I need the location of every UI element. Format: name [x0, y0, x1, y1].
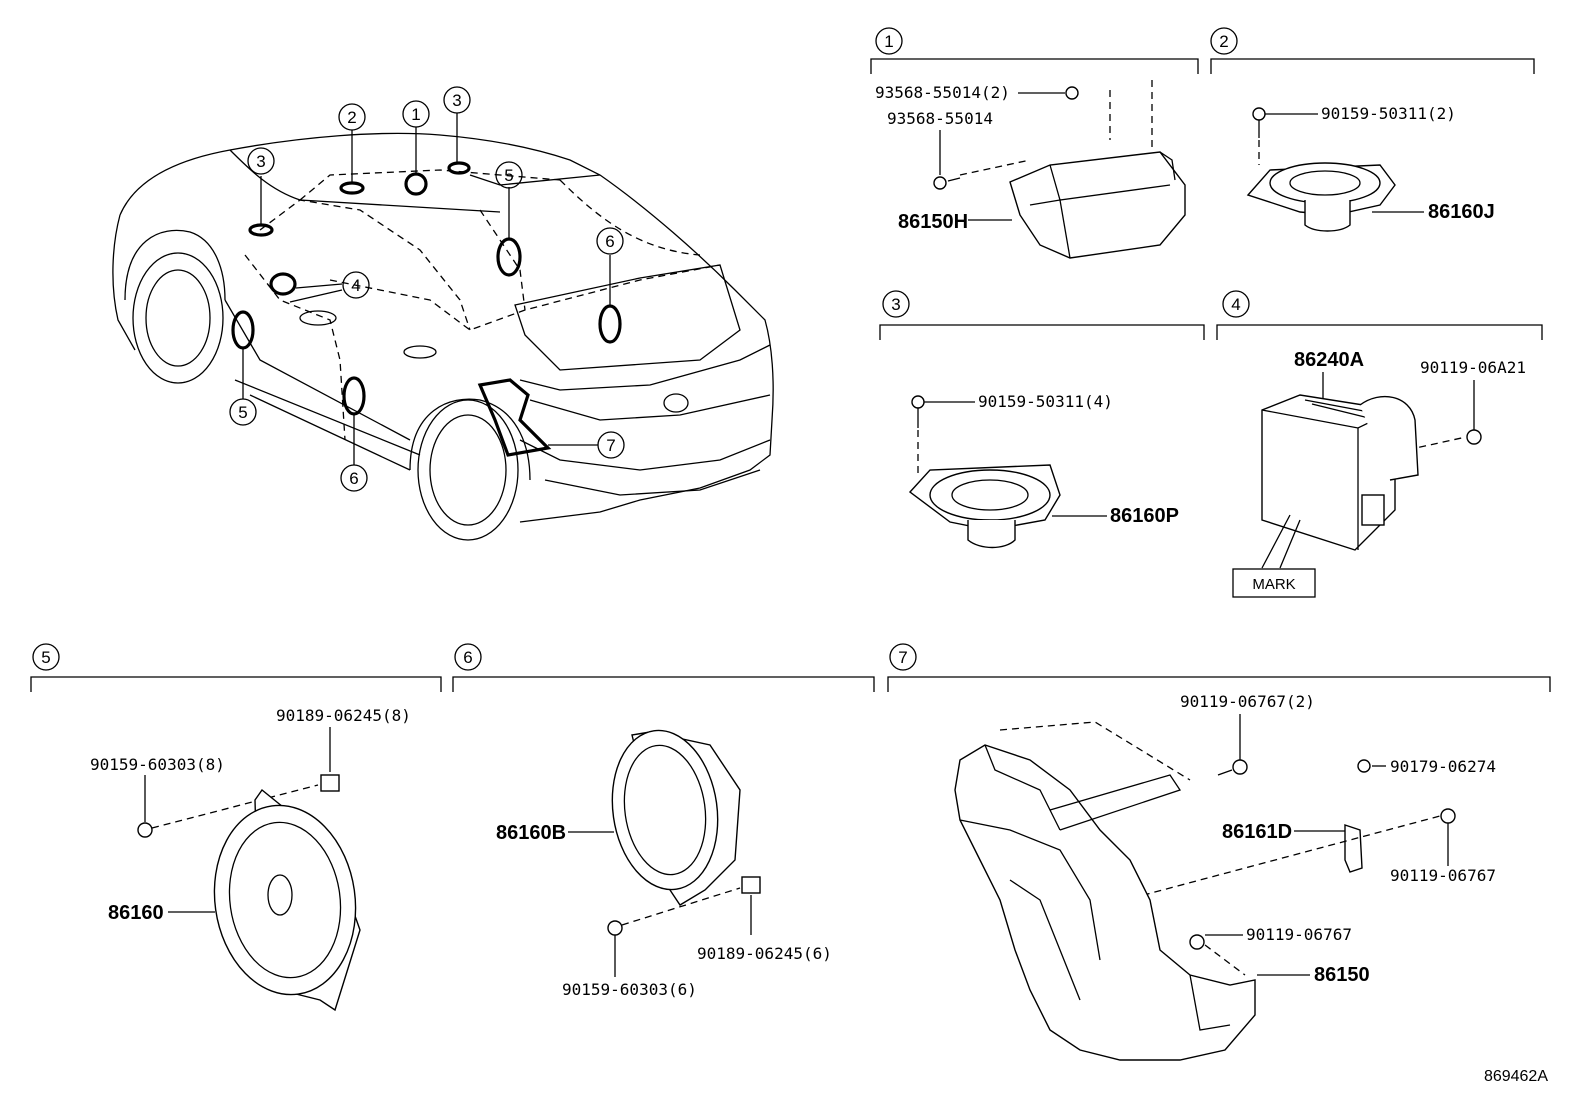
mark-label-box: MARK: [1232, 568, 1316, 598]
speaker-86160J-illustration: [1246, 162, 1396, 232]
fastener-90189-06245-8: 90189-06245(8): [276, 706, 411, 725]
marker-ring-5b: [496, 237, 522, 277]
callout-4: 4: [342, 271, 370, 299]
fastener-90179-06274: 90179-06274: [1390, 757, 1496, 776]
fastener-93568-55014: 93568-55014: [887, 109, 993, 128]
speaker-86160P-illustration: [908, 464, 1061, 549]
callout-3a: 3: [247, 147, 275, 175]
section-2: 2 90159-50311(2) 86160J: [1210, 27, 1535, 232]
section-6: 6 86160B 90189-06245(6) 90159-60303(6): [452, 643, 875, 999]
svg-text:2: 2: [347, 108, 356, 127]
marker-ring-6b: [342, 376, 366, 416]
fastener-90159-50311-2: 90159-50311(2): [1321, 104, 1456, 123]
bolt-icon: [1440, 808, 1456, 824]
part-86150H: 86150H: [898, 211, 968, 233]
callout-6a: 6: [596, 227, 624, 255]
bolt-icon: [137, 822, 153, 838]
marker-ring-6a: [598, 304, 622, 344]
part-86161D: 86161D: [1222, 821, 1292, 843]
callout-6b: 6: [340, 464, 368, 492]
bolt-icon: [911, 395, 925, 409]
section-3: 3 90159-50311(4) 86160P: [879, 290, 1205, 549]
vehicle-illustration: [112, 113, 774, 541]
diagram-reference-number: 869462A: [1484, 1068, 1548, 1085]
svg-text:3: 3: [452, 91, 461, 110]
fastener-90119-06767-a: 90119-06767: [1390, 866, 1496, 885]
fastener-90119-06A21: 90119-06A21: [1420, 358, 1526, 377]
svg-text:4: 4: [351, 276, 360, 295]
bolt-icon: [607, 920, 623, 936]
callout-5b: 5: [229, 398, 257, 426]
section-3-number: 3: [891, 295, 900, 314]
marker-ring-2: [339, 181, 365, 195]
bolt-icon: [933, 176, 947, 190]
amplifier-86240A-illustration: [1261, 394, 1419, 551]
part-86160: 86160: [108, 902, 164, 924]
speaker-86160B-illustration: [611, 729, 741, 906]
mark-label: MARK: [1252, 576, 1295, 593]
speaker-86160-illustration: [213, 788, 361, 1012]
svg-text:1: 1: [411, 105, 420, 124]
svg-text:3: 3: [256, 152, 265, 171]
part-86240A: 86240A: [1294, 349, 1364, 371]
part-86150: 86150: [1314, 964, 1370, 986]
fastener-90159-50311-4: 90159-50311(4): [978, 392, 1113, 411]
clip-icon: [741, 876, 761, 894]
section-7-number: 7: [898, 648, 907, 667]
marker-ring-7: [477, 378, 552, 457]
section-5-number: 5: [41, 648, 50, 667]
callout-7: 7: [597, 431, 625, 459]
svg-text:5: 5: [504, 166, 513, 185]
bolt-icon: [1252, 107, 1266, 121]
marker-ring-4: [269, 272, 297, 296]
section-4: 4 86240A 90119-06A21 MARK: [1216, 290, 1543, 598]
bolt-icon: [1232, 759, 1248, 775]
svg-text:5: 5: [238, 403, 247, 422]
bolt-icon: [1466, 429, 1482, 445]
callout-1: 1: [402, 100, 430, 128]
amplifier-86150H-illustration: [1009, 151, 1186, 259]
section-5: 5 90189-06245(8) 90159-60303(8) 86160: [30, 643, 442, 1012]
fastener-90119-06767-2: 90119-06767(2): [1180, 692, 1315, 711]
amplifier-86150-illustration: [954, 744, 1256, 1061]
marker-ring-1: [404, 172, 428, 196]
callout-2: 2: [338, 103, 366, 131]
fastener-90159-60303-8: 90159-60303(8): [90, 755, 225, 774]
section-1: 1 93568-55014(2) 93568-55014 86150H: [870, 27, 1199, 259]
section-1-number: 1: [884, 32, 893, 51]
nut-icon: [1357, 759, 1371, 773]
marker-ring-3a: [248, 223, 274, 237]
fastener-90159-60303-6: 90159-60303(6): [562, 980, 697, 999]
section-6-number: 6: [463, 648, 472, 667]
bolt-icon: [1065, 86, 1079, 100]
callout-3b: 3: [443, 86, 471, 114]
svg-text:7: 7: [606, 436, 615, 455]
fastener-90189-06245-6: 90189-06245(6): [697, 944, 832, 963]
fastener-93568-55014-2: 93568-55014(2): [875, 83, 1010, 102]
fastener-90119-06767-b: 90119-06767: [1246, 925, 1352, 944]
bracket-86161D-illustration: [1344, 824, 1363, 873]
section-2-number: 2: [1219, 32, 1228, 51]
section-4-number: 4: [1231, 295, 1240, 314]
section-7: 7 90119-06767(2) 90179-06274 86161D 9011…: [887, 643, 1551, 1061]
svg-text:6: 6: [605, 232, 614, 251]
callout-5a: 5: [495, 161, 523, 189]
part-86160J: 86160J: [1428, 201, 1495, 223]
part-86160P: 86160P: [1110, 505, 1179, 527]
bolt-icon: [1189, 934, 1205, 950]
marker-ring-3b: [447, 161, 471, 175]
part-86160B: 86160B: [496, 822, 566, 844]
clip-icon: [320, 774, 340, 792]
svg-text:6: 6: [349, 469, 358, 488]
car-callouts: 3 2 1 3 4 5 5 6 6 7: [229, 86, 625, 492]
